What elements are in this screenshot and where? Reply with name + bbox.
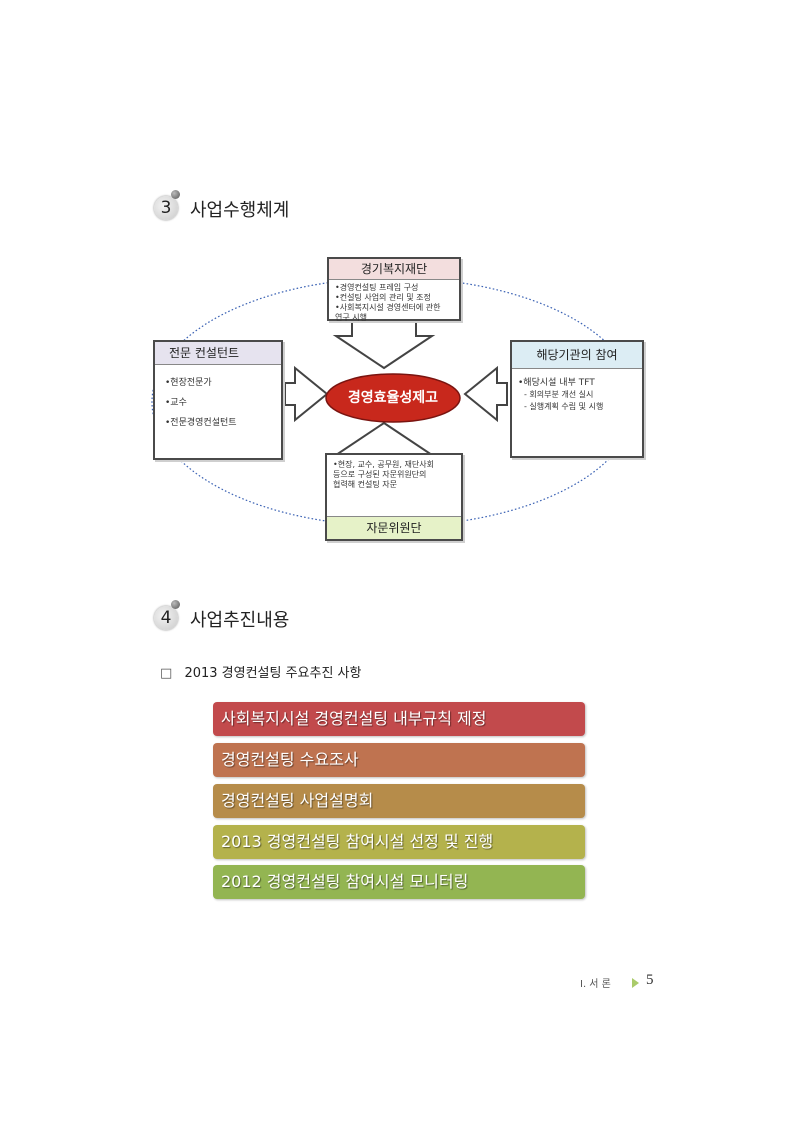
foundation-item: •컨설팅 사업의 관리 및 조정 bbox=[335, 293, 431, 302]
center-ellipse bbox=[325, 373, 461, 423]
foundation-title: 경기복지재단 bbox=[329, 259, 459, 280]
advisory-box: •현장, 교수, 공무원, 재단사회 등으로 구성된 자문위원단의 협력해 컨설… bbox=[325, 453, 463, 541]
section-bullet-icon bbox=[171, 190, 180, 199]
section-4-title: 사업추진내용 bbox=[190, 610, 290, 631]
section-3-number: 3 bbox=[154, 196, 178, 220]
item-bar: 2012 경영컨설팅 참여시설 모니터링 bbox=[213, 865, 585, 899]
page-number: 5 bbox=[646, 972, 654, 988]
consultant-item: •현장전문가 bbox=[165, 378, 212, 388]
institution-item: - 회의부분 개선 실시 bbox=[524, 390, 594, 399]
arrow-right-icon bbox=[284, 365, 329, 423]
institution-item: •해당시설 내부 TFT bbox=[518, 378, 595, 388]
consultant-item: •교수 bbox=[165, 398, 187, 408]
advisory-item: 협력해 컨설팅 자문 bbox=[333, 480, 397, 489]
footer-section: Ⅰ. 서 론 bbox=[580, 979, 611, 990]
item-bar: 사회복지시설 경영컨설팅 내부규칙 제정 bbox=[213, 702, 585, 736]
item-bar: 경영컨설팅 수요조사 bbox=[213, 743, 585, 777]
foundation-item: •사회복지시설 경영센터에 관한 bbox=[335, 303, 441, 312]
institution-box: 해당기관의 참여 •해당시설 내부 TFT - 회의부분 개선 실시 - 실행계… bbox=[510, 340, 644, 458]
consultant-box: 전문 컨설턴트 •현장전문가 •교수 •전문경영컨설턴트 bbox=[153, 340, 283, 460]
subheading-text: 2013 경영컨설팅 주요추진 사항 bbox=[184, 666, 362, 681]
item-bar: 2013 경영컨설팅 참여시설 선정 및 진행 bbox=[213, 825, 585, 859]
foundation-box: 경기복지재단 •경영컨설팅 프레임 구성 •컨설팅 사업의 관리 및 조정 •사… bbox=[327, 257, 461, 322]
institution-item: - 실행계획 수립 및 시행 bbox=[524, 402, 604, 411]
arrow-left-icon bbox=[463, 365, 508, 423]
foundation-item: 연구 시행 bbox=[335, 313, 367, 322]
checkbox-square-icon: □ bbox=[160, 666, 173, 681]
item-bar: 경영컨설팅 사업설명회 bbox=[213, 784, 585, 818]
organization-diagram: 경영효율성제고 경기복지재단 •경영컨설팅 프레임 구성 •컨설팅 사업의 관리… bbox=[145, 250, 645, 545]
section-4-number: 4 bbox=[154, 606, 178, 630]
institution-title: 해당기관의 참여 bbox=[512, 342, 642, 369]
advisory-title: 자문위원단 bbox=[327, 516, 461, 539]
section-3-title: 사업수행체계 bbox=[190, 200, 290, 221]
advisory-item: •현장, 교수, 공무원, 재단사회 bbox=[333, 460, 434, 469]
subheading: □ 2013 경영컨설팅 주요추진 사항 bbox=[160, 662, 361, 681]
consultant-title: 전문 컨설턴트 bbox=[155, 342, 281, 365]
center-label: 경영효율성제고 bbox=[347, 390, 439, 406]
foundation-item: •경영컨설팅 프레임 구성 bbox=[335, 283, 419, 292]
chevron-right-icon bbox=[630, 975, 642, 994]
advisory-item: 등으로 구성된 자문위원단의 bbox=[333, 470, 427, 479]
consultant-item: •전문경영컨설턴트 bbox=[165, 418, 237, 428]
section-bullet-icon bbox=[171, 600, 180, 609]
